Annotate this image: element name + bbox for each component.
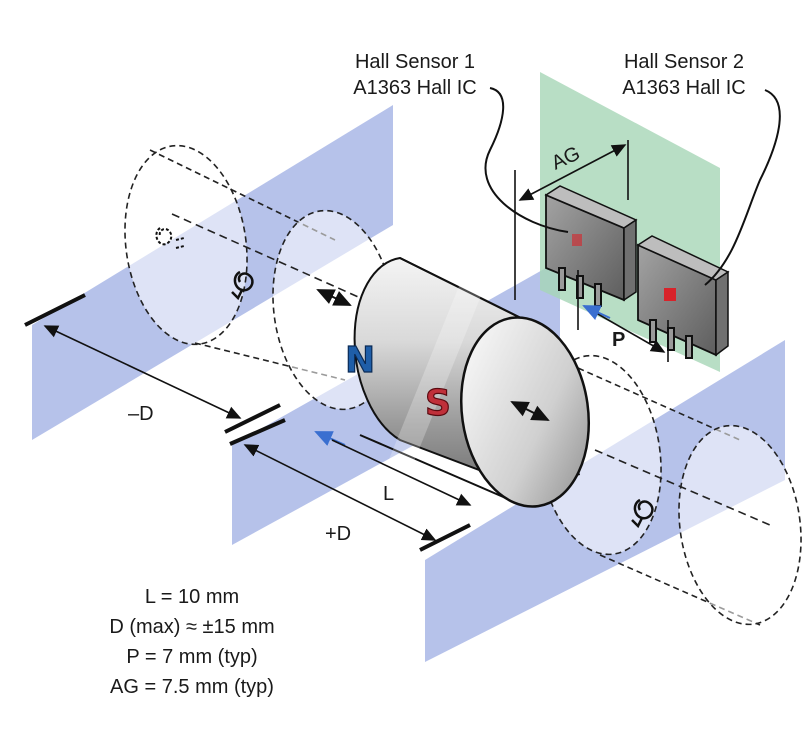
spec-pitch: P = 7 mm (typ): [126, 646, 257, 668]
south-pole-label: S: [425, 383, 451, 424]
sensor-2-title: Hall Sensor 2: [624, 51, 744, 73]
hall-sensor-2-package: [636, 235, 730, 359]
sensor-1-ic: A1363 Hall IC: [353, 77, 476, 99]
sensor-2-leader-line: [704, 89, 781, 286]
spec-list: L = 10 mm D (max) ≈ ±15 mm P = 7 mm (typ…: [109, 586, 274, 698]
minus-d-dimension: [24, 293, 281, 434]
displacement-arrow-left: [316, 289, 352, 306]
rotation-arrow-icon: [631, 498, 654, 529]
spec-displacement: D (max) ≈ ±15 mm: [109, 616, 274, 638]
hall-die-1: [572, 234, 582, 246]
rotation-arrow-icon: [155, 227, 185, 249]
spec-air-gap: AG = 7.5 mm (typ): [110, 676, 274, 698]
sensor-2-ic: A1363 Hall IC: [622, 77, 745, 99]
sensor-1-title: Hall Sensor 1: [355, 51, 475, 73]
pitch-label: P: [612, 329, 625, 351]
plus-d-label: +D: [325, 523, 351, 545]
rotation-arrow-icon: [231, 270, 254, 301]
air-gap-dimension: [514, 140, 629, 300]
north-pole-label: N: [345, 340, 375, 381]
plus-d-dimension: [229, 418, 471, 552]
magnet-cylinder: [353, 256, 591, 508]
spec-length: L = 10 mm: [145, 586, 239, 608]
length-label: L: [383, 483, 394, 505]
hall-die-2: [664, 288, 676, 301]
minus-d-label: –D: [128, 403, 154, 425]
displacement-arrow-right: [510, 401, 550, 421]
sensor-1-leader-line: [484, 87, 569, 233]
pitch-dimension: [577, 270, 669, 362]
